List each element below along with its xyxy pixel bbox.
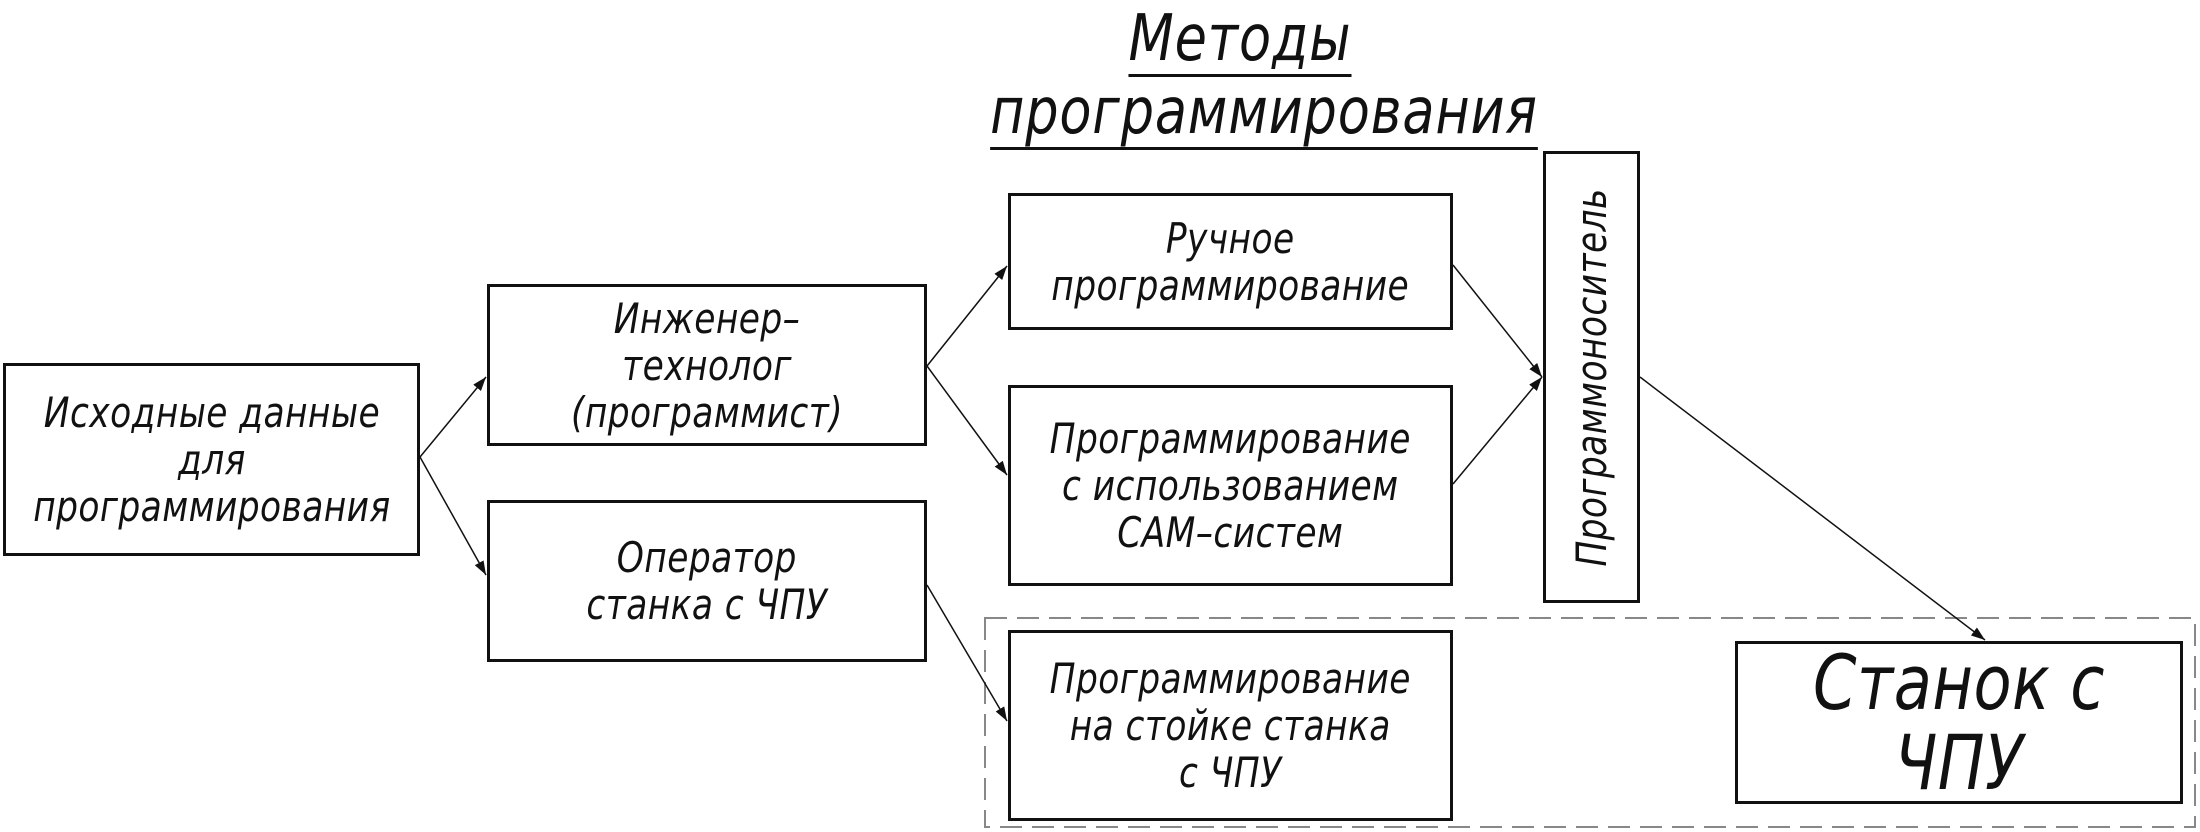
cnc-machine-box: Станок с ЧПУ [1735, 641, 2183, 804]
operator-box: Оператор станка с ЧПУ [487, 500, 927, 662]
cnc-machine-label: Станок с ЧПУ [1813, 637, 2105, 807]
arrow-initial-to-engineer [419, 376, 487, 458]
initial-data-label: Исходные данные для программирования [32, 388, 391, 531]
on-rack-programming-label: Программирование на стойке станка с ЧПУ [1049, 654, 1412, 797]
arrow-initial-to-operator [419, 456, 487, 576]
on-rack-programming-box: Программирование на стойке станка с ЧПУ [1008, 630, 1453, 821]
program-carrier-box: Программоноситель [1543, 151, 1640, 603]
arrow-carrier-to-machine [1639, 376, 1986, 641]
engineer-box: Инженер–технолог (программист) [487, 284, 927, 446]
arrow-operator-to-on-rack [926, 584, 1008, 722]
diagram-title-line-2: программирования [990, 75, 1538, 150]
initial-data-box: Исходные данные для программирования [3, 363, 420, 556]
manual-programming-label: Ручное программирование [1051, 213, 1410, 310]
cam-programming-label: Программирование с использованием CAM–си… [1049, 414, 1412, 557]
cam-programming-box: Программирование с использованием CAM–си… [1008, 385, 1453, 586]
program-carrier-label: Программоноситель [1567, 187, 1617, 567]
manual-programming-box: Ручное программирование [1008, 193, 1453, 330]
arrow-engineer-to-manual [926, 265, 1008, 367]
arrow-cam-to-carrier [1452, 376, 1543, 485]
arrow-manual-to-carrier [1452, 264, 1543, 378]
engineer-label: Инженер–технолог (программист) [570, 293, 844, 437]
diagram-title-line-1: Методы [1128, 2, 1352, 77]
operator-label: Оператор станка с ЧПУ [586, 533, 828, 629]
arrow-engineer-to-cam [926, 365, 1008, 476]
cnc-panel-programming-group [984, 617, 2196, 828]
diagram-title: Методы программирования [930, 4, 1550, 150]
